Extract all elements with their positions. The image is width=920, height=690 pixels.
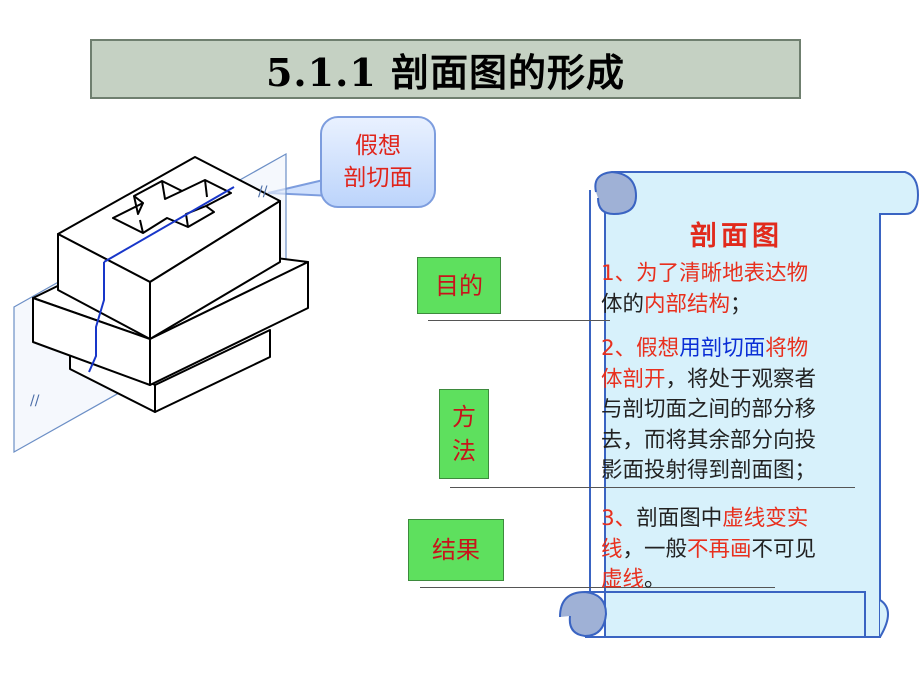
scroll-heading: 剖面图	[690, 221, 783, 252]
label-result: 结果	[408, 519, 504, 581]
label-purpose: 目的	[417, 257, 501, 314]
scroll-item-2: 2、假想用剖切面将物 体剖开，将处于观察者 与剖切面之间的部分移 去，而将其余部…	[601, 336, 817, 483]
label-method: 方 法	[439, 389, 489, 479]
divider-1	[428, 320, 610, 321]
scroll-item-3: 3、剖面图中虚线变实 线，一般不再画不可见 虚线。	[601, 506, 817, 592]
page-title: 5.1.1 剖面图的形成	[265, 49, 625, 95]
scroll-item-1: 1、为了清晰地表达物 体的内部结构；	[601, 261, 809, 317]
divider-2	[450, 487, 855, 488]
divider-3	[420, 587, 775, 588]
section-plane-callout: 假想 剖切面	[320, 116, 436, 208]
flange-right	[149, 261, 309, 386]
section-cut-line	[88, 262, 105, 373]
title-bar: 5.1.1 剖面图的形成	[90, 39, 801, 99]
callout-line-1: 假想	[355, 133, 401, 159]
plane-mark-2: //	[30, 393, 40, 409]
scroll-banner	[559, 170, 920, 638]
callout-line-2: 剖切面	[343, 165, 413, 191]
foot-right	[154, 329, 271, 413]
block-right	[149, 200, 281, 340]
plane-mark-1: //	[258, 184, 268, 200]
